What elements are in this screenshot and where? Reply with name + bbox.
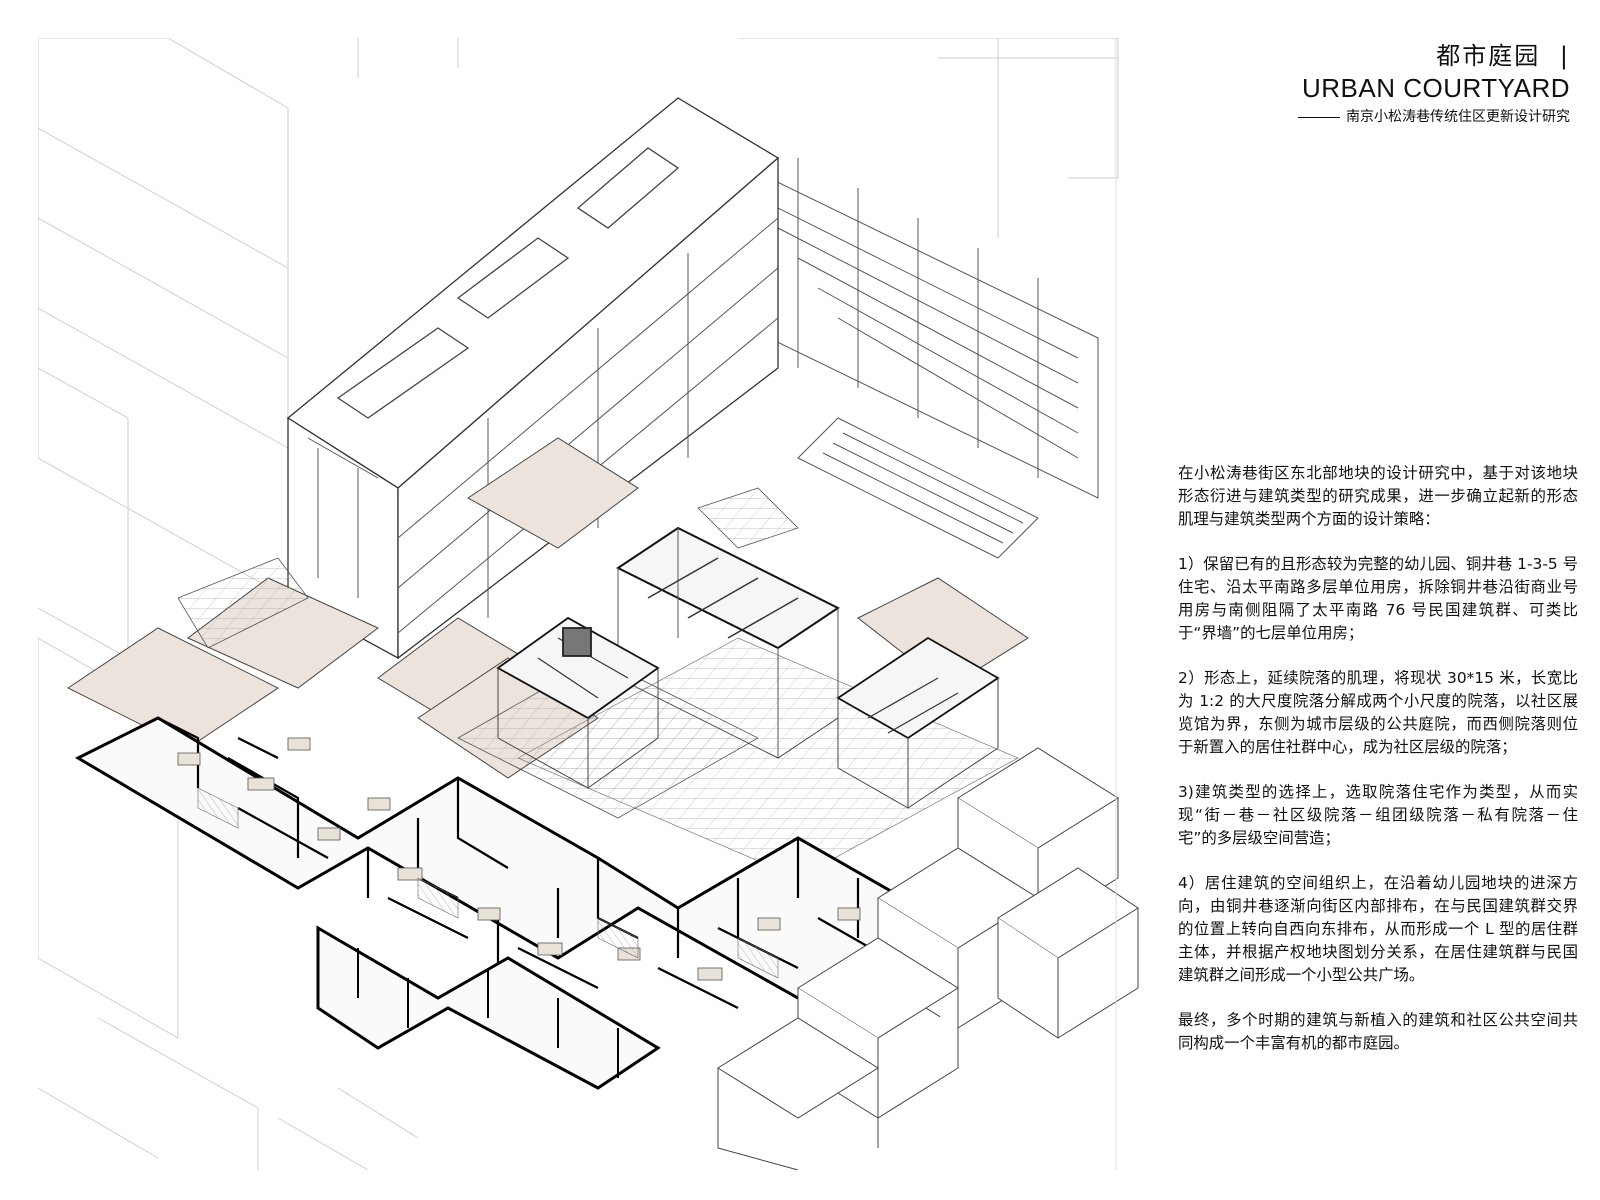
glass-partitions xyxy=(197,787,779,979)
paragraph-conclusion: 最终，多个时期的建筑与新植入的建筑和社区公共空间共同构成一个丰富有机的都市庭园。 xyxy=(1178,1011,1578,1052)
subtitle-dash xyxy=(1298,116,1340,118)
public-courtyard xyxy=(517,637,1019,879)
title-separator: | xyxy=(1559,42,1570,70)
paragraph-intro: 在小松涛巷街区东北部地块的设计研究中，基于对该地块形态衍进与建筑类型的研究成果，… xyxy=(1178,464,1578,528)
residential-furniture xyxy=(177,737,861,981)
paragraph-1: 1）保留已有的且形态较为完整的幼儿园、铜井巷 1-3-5 号住宅、沿太平南路多层… xyxy=(1178,555,1578,642)
traditional-houses xyxy=(717,747,1139,1170)
title-chinese: 都市庭园 | xyxy=(1130,40,1570,72)
paragraph-2: 2）形态上，延续院落的肌理，将现状 30*15 米，长宽比为 1:2 的大尺度院… xyxy=(1178,669,1578,756)
terraced-housing xyxy=(727,157,1099,559)
description-text: 在小松涛巷街区东北部地块的设计研究中，基于对该地块形态衍进与建筑类型的研究成果，… xyxy=(1178,462,1578,1077)
residential-cluster xyxy=(74,716,942,1000)
residential-cluster-south-walls xyxy=(357,948,619,1078)
title-english: URBAN COURTYARD xyxy=(1301,73,1570,103)
west-pavilion xyxy=(496,616,660,789)
paragraph-3: 3)建筑类型的选择上，选取院落住宅作为类型，从而实现“街－巷－社区级院落－组团级… xyxy=(1178,783,1578,847)
exhibition-hall xyxy=(616,526,840,759)
title-block: 都市庭园 | URBAN COURTYARD 南京小松涛巷传统住区更新设计研究 xyxy=(1130,40,1570,128)
subtitle: 南京小松涛巷传统住区更新设计研究 xyxy=(1130,106,1570,128)
east-pavilion xyxy=(836,636,1000,809)
axonometric-drawing xyxy=(38,38,1150,1170)
subtitle-text: 南京小松涛巷传统住区更新设计研究 xyxy=(1346,109,1570,125)
paragraph-4: 4）居住建筑的空间组织上，在沿着幼儿园地块的进深方向，由铜井巷逐渐向街区内部排布… xyxy=(1178,874,1578,984)
title-chinese-text: 都市庭园 xyxy=(1436,42,1541,70)
